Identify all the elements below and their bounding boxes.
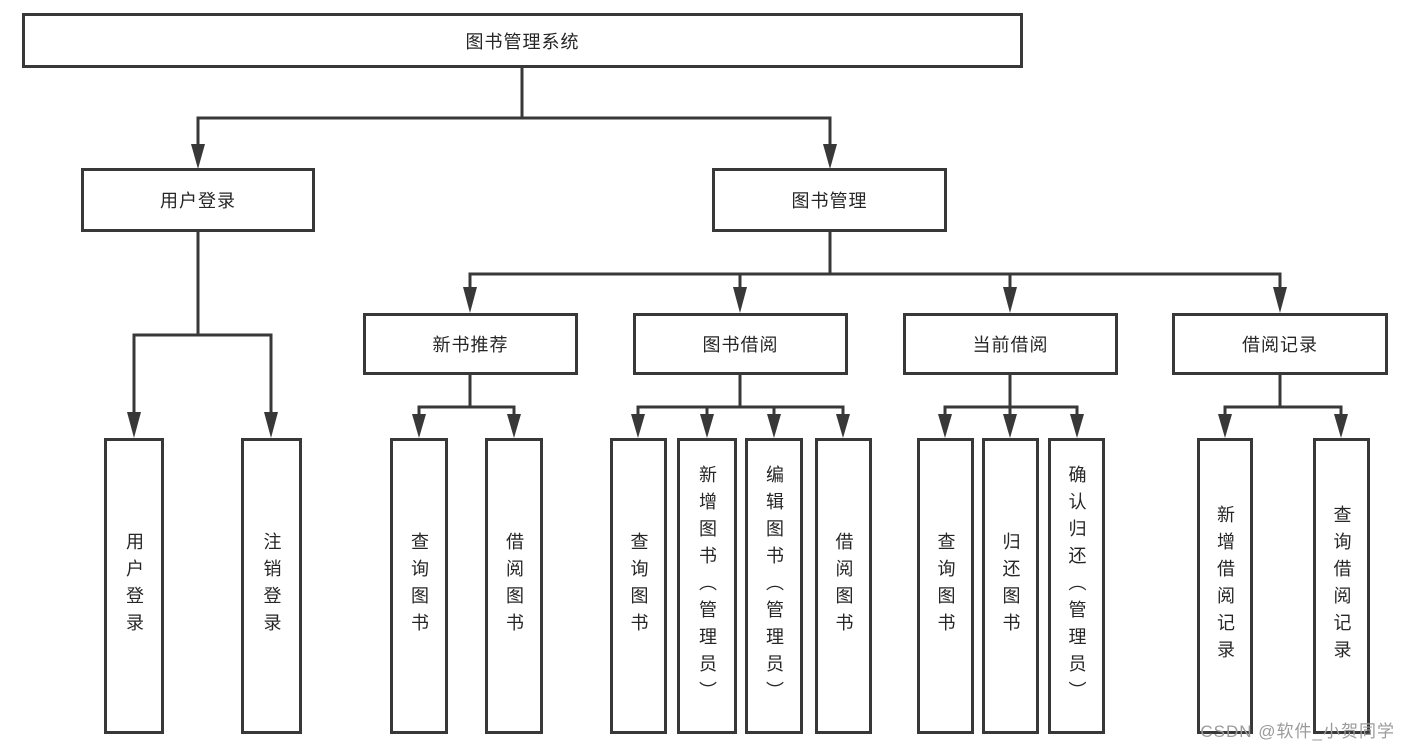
node-label: 归还图书 bbox=[1000, 532, 1021, 640]
node-label: 图书借阅 bbox=[702, 335, 779, 355]
node-root-system: 图书管理系统 bbox=[22, 13, 1023, 68]
node-label: 用户登录 bbox=[160, 191, 236, 211]
leaf-borrow-books: 借阅图书 bbox=[815, 438, 872, 734]
node-label: 借阅图书 bbox=[504, 532, 524, 640]
leaf-borrow-books: 借阅图书 bbox=[485, 438, 543, 734]
node-label: 借阅记录 bbox=[1242, 335, 1318, 355]
leaf-add-borrow-record: 新增借阅记录 bbox=[1197, 438, 1253, 734]
watermark: CSDN @软件_小贺同学 bbox=[1200, 722, 1395, 741]
node-label: 图书管理 bbox=[791, 191, 868, 211]
leaf-query-borrow-record: 查询借阅记录 bbox=[1313, 438, 1370, 734]
node-label: 查询借阅记录 bbox=[1331, 505, 1352, 667]
node-borrow-records: 借阅记录 bbox=[1172, 313, 1388, 375]
node-label: 新书推荐 bbox=[432, 335, 509, 355]
node-label: 借阅图书 bbox=[833, 532, 854, 640]
leaf-confirm-return-admin: 确认归还（管理员） bbox=[1048, 438, 1105, 734]
node-label: 确认归还（管理员） bbox=[1066, 464, 1087, 708]
leaf-add-books-admin: 新增图书（管理员） bbox=[677, 438, 737, 734]
node-user-login-branch: 用户登录 bbox=[81, 168, 315, 232]
node-label: 新增图书（管理员） bbox=[697, 464, 717, 708]
leaf-return-books: 归还图书 bbox=[982, 438, 1039, 734]
node-label: 查询图书 bbox=[409, 532, 429, 640]
node-label: 查询图书 bbox=[628, 532, 649, 640]
leaf-edit-books-admin: 编辑图书（管理员） bbox=[745, 438, 803, 734]
leaf-logout: 注销登录 bbox=[241, 438, 302, 734]
node-label: 查询图书 bbox=[935, 532, 956, 640]
node-label: 新增借阅记录 bbox=[1215, 505, 1235, 667]
node-new-book-recommend: 新书推荐 bbox=[363, 313, 578, 375]
node-current-borrow: 当前借阅 bbox=[903, 313, 1118, 375]
node-label: 注销登录 bbox=[261, 532, 282, 640]
node-book-borrow: 图书借阅 bbox=[633, 313, 848, 375]
leaf-query-books: 查询图书 bbox=[917, 438, 974, 734]
leaf-query-books: 查询图书 bbox=[390, 438, 448, 734]
node-label: 图书管理系统 bbox=[465, 31, 580, 52]
leaf-query-books: 查询图书 bbox=[610, 438, 667, 734]
node-label: 用户登录 bbox=[124, 532, 144, 640]
node-book-management-branch: 图书管理 bbox=[712, 168, 947, 232]
node-label: 当前借阅 bbox=[972, 335, 1049, 355]
leaf-user-login: 用户登录 bbox=[104, 438, 164, 734]
node-label: 编辑图书（管理员） bbox=[764, 464, 784, 708]
